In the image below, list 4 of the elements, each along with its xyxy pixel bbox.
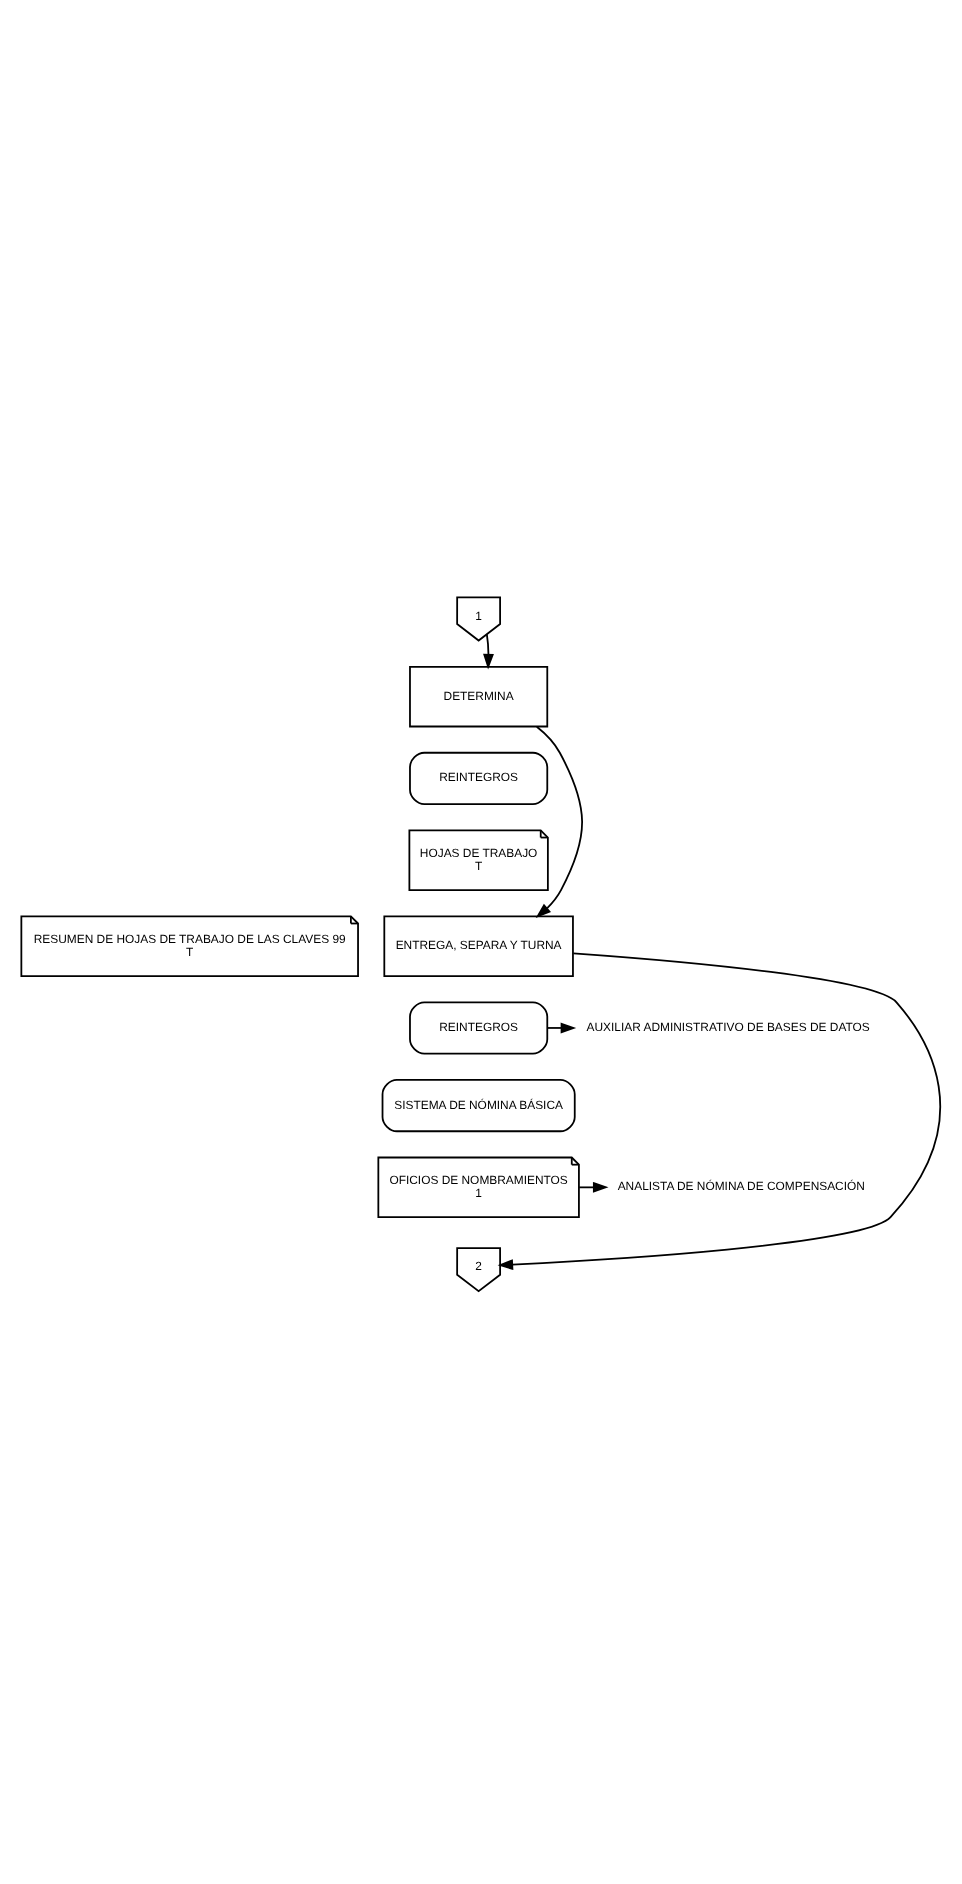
arrow <box>483 633 494 670</box>
arrow <box>546 1022 577 1034</box>
arrow <box>497 952 942 1270</box>
arrow <box>578 1181 609 1193</box>
